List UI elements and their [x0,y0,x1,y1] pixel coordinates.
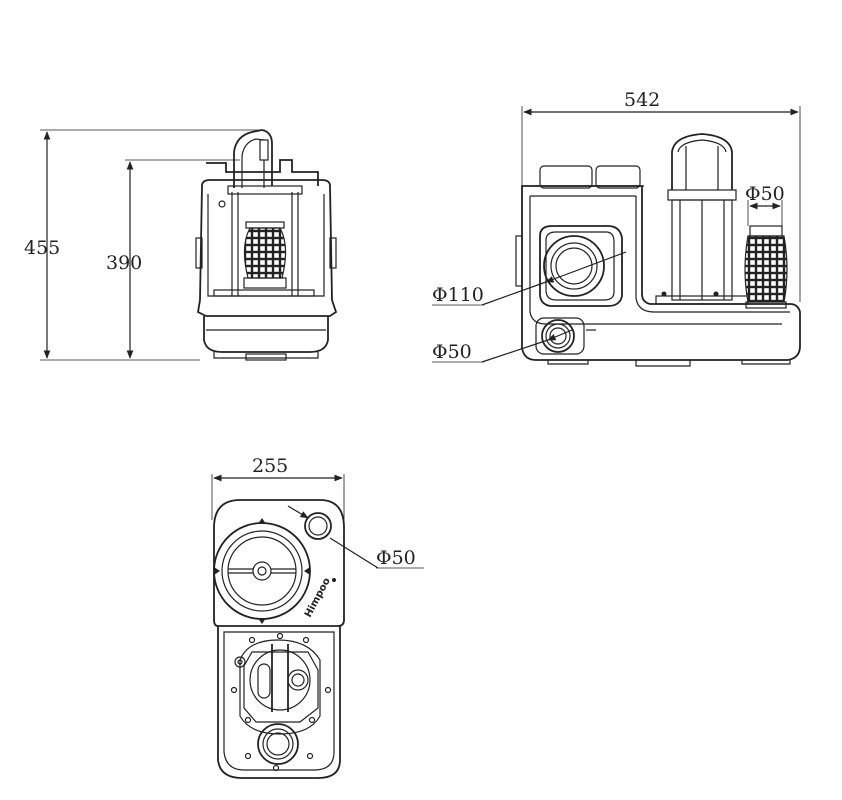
dimension-top-inlet: Φ50 [287,505,424,569]
top-body-outline [213,499,345,627]
dimension-label-side-inlet-large: Φ110 [432,284,484,306]
dimension-height-total: 455 [24,129,265,361]
pump-motor [655,133,749,305]
front-strainer [243,227,287,279]
side-tank-outline [521,185,801,361]
brand-logo: Himpoo [303,576,333,619]
dimension-width-side: 542 [521,89,801,302]
dimension-height-body: 390 [106,159,240,359]
dimension-label-top-inlet: Φ50 [376,547,416,569]
dimension-label-455: 455 [24,237,60,259]
dimension-inlet-large: Φ110 [432,251,627,306]
top-inlet-small [304,512,332,540]
front-body-outline [197,179,338,317]
dimension-label-390: 390 [106,252,142,274]
outlet-pipe [233,129,273,188]
inlet-large [543,235,605,297]
inlet-small-side [541,319,575,353]
dimension-label-side-outlet: Φ50 [745,183,785,205]
dimension-label-255: 255 [252,455,288,477]
front-view: 455 390 [24,129,338,361]
side-strainer [744,235,788,303]
dimension-outlet-small: Φ50 [745,183,785,226]
dimension-label-side-inlet-small: Φ50 [432,341,472,363]
dimension-inlet-small: Φ50 [432,329,573,363]
dimension-label-542: 542 [624,89,660,111]
dimension-width-top: 255 [211,455,345,520]
top-outlet [257,723,299,765]
side-view: 542 [432,89,801,367]
top-view: 255 Himpoo [211,455,424,779]
